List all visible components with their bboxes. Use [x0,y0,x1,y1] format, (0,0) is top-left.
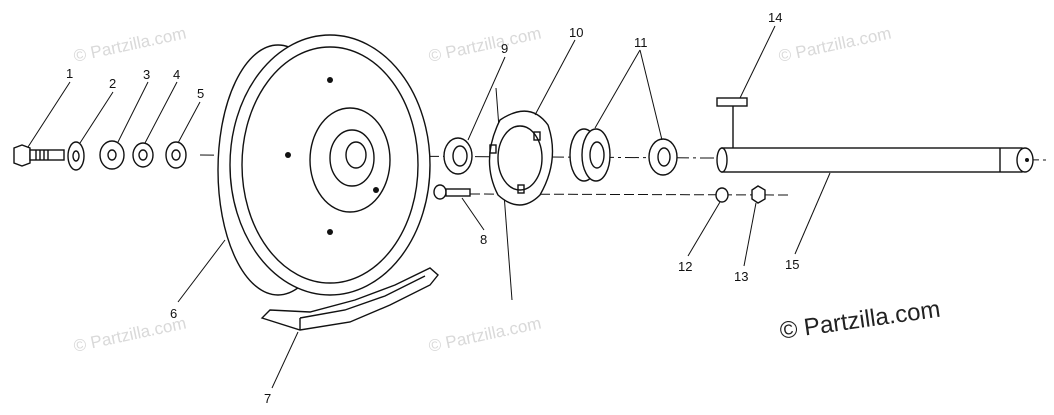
callout-numbers: 1 2 3 4 5 6 7 8 9 10 11 12 13 14 15 [66,10,799,406]
callout-4: 4 [173,67,180,82]
watermark: © Partzilla.com [777,24,893,66]
callout-9: 9 [501,41,508,56]
belt-segment [260,267,439,331]
callout-5: 5 [197,86,204,101]
callout-7: 7 [264,391,271,406]
pulley [217,34,431,296]
bearing [648,138,678,176]
callout-11: 11 [634,35,648,50]
callout-13: 13 [734,269,748,284]
callout-3: 3 [143,67,150,82]
bearing [569,128,611,182]
bolt-axis [469,193,791,196]
watermarks: © Partzilla.com © Partzilla.com © Partzi… [72,24,893,356]
flat-washer [132,142,154,168]
seal-ring [443,137,473,175]
small-washer [715,187,729,203]
callout-1: 1 [66,66,73,81]
spacer [165,141,187,169]
lock-washer [99,140,125,170]
callout-6: 6 [170,306,177,321]
callout-12: 12 [678,259,692,274]
shaft [716,147,1034,173]
nut [751,185,766,204]
bolt [13,144,65,167]
callout-2: 2 [109,76,116,91]
leader-lines [27,25,831,389]
watermark: © Partzilla.com [427,314,543,356]
screw [433,184,471,200]
key [716,97,748,150]
washer [67,141,85,171]
bearing-flange [488,110,554,206]
watermark: © Partzilla.com [427,24,543,66]
callout-14: 14 [768,10,782,25]
callout-15: 15 [785,257,799,272]
callout-8: 8 [480,232,487,247]
callout-10: 10 [569,25,583,40]
watermark: © Partzilla.com [72,24,188,66]
